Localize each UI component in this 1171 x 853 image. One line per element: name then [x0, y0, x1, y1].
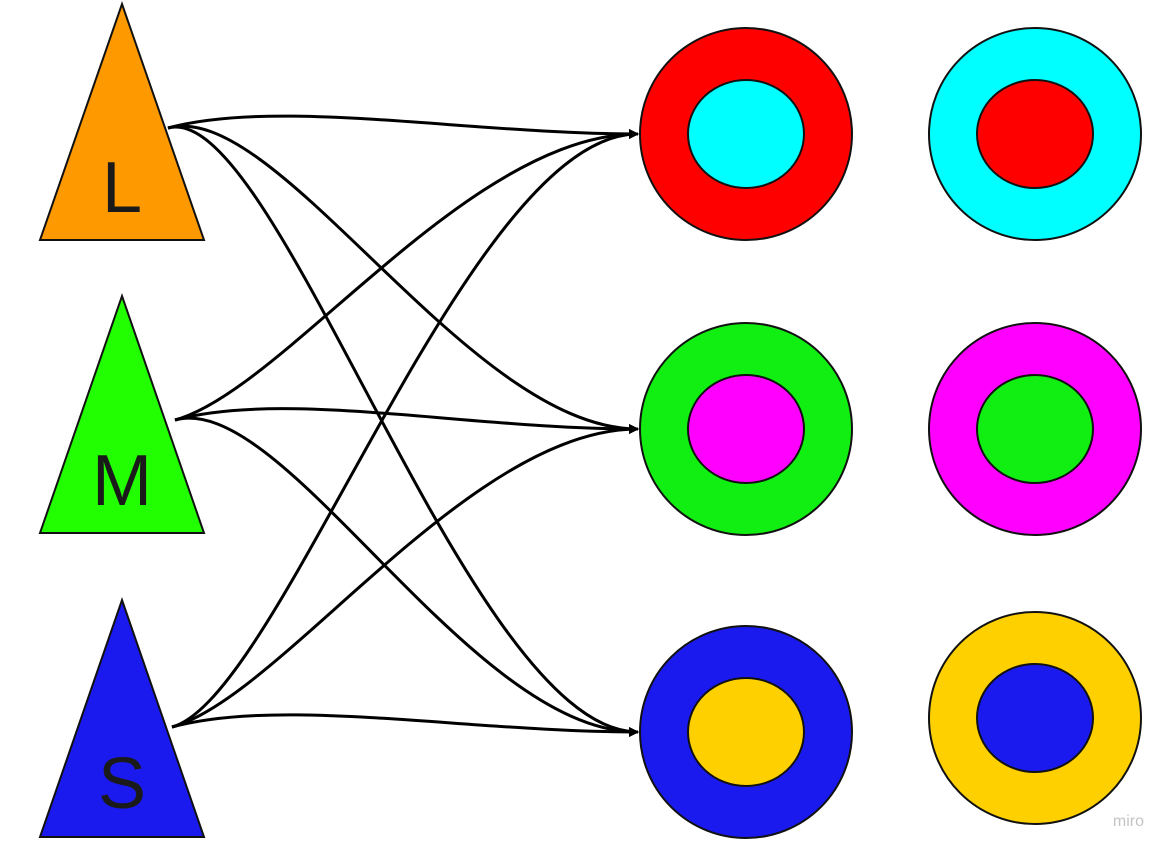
edge-m-to-green-on-center [174, 407, 639, 434]
cell-red-center [976, 79, 1094, 189]
edge-l-to-red-on-center [167, 114, 639, 139]
cone-s[interactable]: S [38, 596, 206, 838]
cell-yellow-center [687, 677, 805, 787]
miro-watermark: miro [1113, 813, 1144, 830]
edge-s-to-blue-on-center [171, 713, 639, 737]
cone-l-triangle [38, 0, 206, 241]
cone-l-label: L [102, 148, 142, 228]
cone-m[interactable]: M [38, 292, 206, 534]
edge-l-to-blue-on-center [167, 125, 639, 737]
cone-m-triangle [38, 292, 206, 534]
cell-yellow-surround-blue-center[interactable] [928, 611, 1142, 825]
cell-green-surround-magenta-center[interactable] [639, 322, 853, 536]
cell-blue-surround-yellow-center[interactable] [639, 625, 853, 839]
cell-cyan-surround-red-center[interactable] [928, 27, 1142, 241]
cell-magenta-surround-green-center[interactable] [928, 322, 1142, 536]
edge-s-to-red-on-center [171, 129, 639, 729]
cell-blue-center [976, 663, 1094, 773]
cell-red-surround-cyan-center[interactable] [639, 27, 853, 241]
cell-cyan-center [687, 79, 805, 189]
cell-green-center [976, 374, 1094, 484]
edge-s-to-green-on-center [171, 424, 639, 729]
connection-edges [167, 114, 639, 737]
cell-magenta-center [687, 374, 805, 484]
cone-l[interactable]: L [38, 0, 206, 241]
cone-s-triangle [38, 596, 206, 838]
cone-m-label: M [92, 441, 152, 521]
edge-m-to-red-on-center [174, 129, 639, 422]
cone-s-label: S [98, 744, 146, 824]
